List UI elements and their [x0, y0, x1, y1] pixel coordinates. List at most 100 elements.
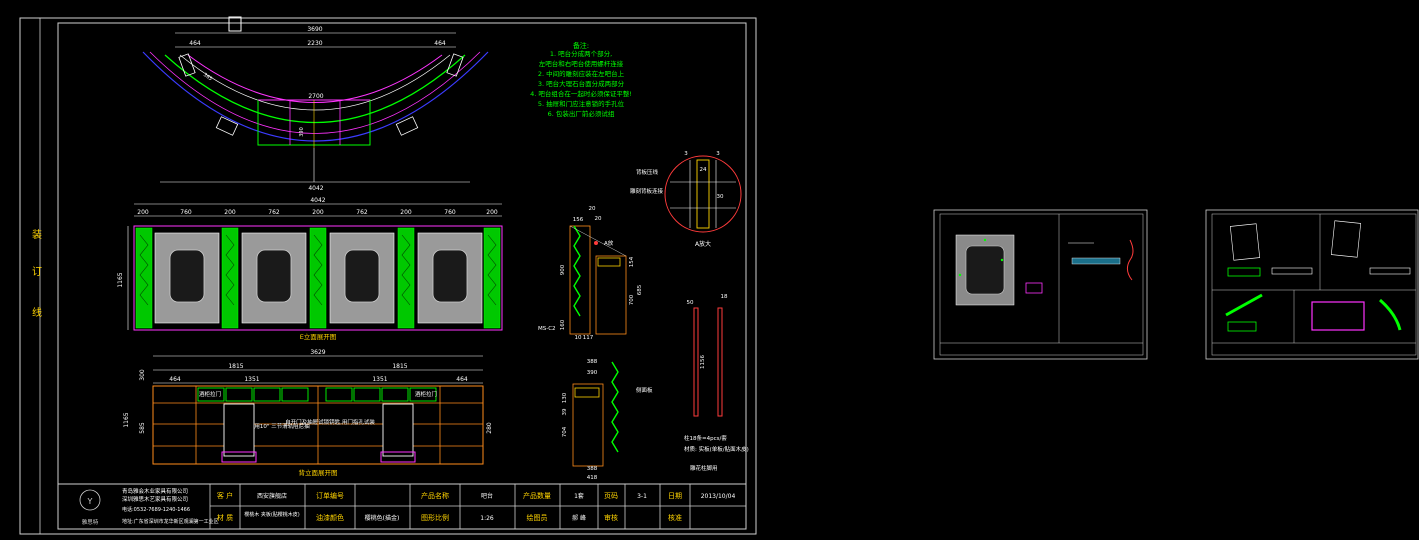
- company-name-1: 青岛雅会木业家具有限公司: [122, 487, 188, 495]
- svg-text:西安旗舰店: 西安旗舰店: [257, 492, 287, 500]
- svg-text:油漆颜色: 油漆颜色: [316, 513, 344, 522]
- binding-char-3: 线: [32, 306, 42, 319]
- svg-text:吧台: 吧台: [481, 492, 493, 500]
- svg-text:1351: 1351: [244, 376, 259, 383]
- plan-dim-right: 464: [434, 40, 446, 47]
- svg-text:材 质: 材 质: [217, 513, 233, 522]
- svg-text:390: 390: [587, 370, 598, 376]
- note-line-4: 3. 吧台大理石台面分成两部分: [538, 79, 625, 88]
- svg-text:核准: 核准: [668, 513, 682, 522]
- plan-dim-left: 464: [189, 40, 201, 47]
- svg-text:200: 200: [486, 209, 498, 216]
- plan-dim-bottom: 4042: [308, 185, 323, 192]
- svg-text:685: 685: [637, 284, 643, 295]
- svg-text:页码: 页码: [604, 492, 618, 500]
- note-line-6: 5. 抽屉和门应注意锁的手孔位: [538, 99, 625, 108]
- note-line-1: 1. 吧台分成两个部分,: [550, 49, 612, 58]
- title-block: Y 雅思特 青岛雅会木业家具有限公司 深圳雅思木艺家具有限公司 电话:0532-…: [57, 483, 747, 530]
- svg-text:18: 18: [721, 294, 728, 300]
- company-name-2: 深圳雅思木艺家具有限公司: [122, 495, 188, 503]
- svg-text:464: 464: [169, 376, 181, 383]
- svg-text:900: 900: [560, 264, 566, 275]
- svg-text:762: 762: [268, 209, 280, 216]
- sheet-outer-frame: [19, 17, 757, 535]
- svg-text:产品数量: 产品数量: [523, 491, 551, 500]
- svg-text:10: 10: [575, 335, 582, 341]
- svg-text:200: 200: [224, 209, 236, 216]
- post-detail[interactable]: 50 18 1156 柱18条=4pcs/套 材质: 实板(单板/贴面木皮) 雕…: [684, 294, 749, 472]
- svg-text:3: 3: [716, 151, 720, 157]
- svg-text:200: 200: [312, 209, 324, 216]
- back-label: 背立面展开图: [299, 468, 338, 477]
- svg-text:樱桃色(描金): 樱桃色(描金): [365, 514, 400, 522]
- svg-text:50: 50: [687, 300, 694, 306]
- svg-text:绘图员: 绘图员: [527, 513, 548, 522]
- note-line-3: 2. 中间的雕刻应装在左吧台上: [538, 69, 625, 78]
- detail-label-2: 雕刻背板连接: [630, 187, 664, 195]
- front-elevation[interactable]: 4042 200 760 200 762 200 762 200 760 200…: [117, 197, 503, 341]
- front-label: E立面展开图: [300, 332, 337, 341]
- binding-char-1: 装: [32, 228, 42, 241]
- svg-text:418: 418: [587, 475, 598, 481]
- note-line-2: 左吧台和右吧台使用螺杆连接: [539, 59, 624, 68]
- logo-text: 雅思特: [82, 518, 99, 526]
- thumbnail-sheet-2[interactable]: [933, 209, 1148, 360]
- section-a[interactable]: 156 20 20 900 160 10 117 154 685 700 A放 …: [538, 206, 643, 341]
- svg-text:审核: 审核: [604, 513, 618, 522]
- svg-text:130: 130: [562, 392, 568, 403]
- company-address: 地址:广东省深圳市龙华新区观澜第一工业区: [122, 518, 219, 525]
- svg-text:1351: 1351: [372, 376, 387, 383]
- svg-text:388: 388: [587, 359, 598, 365]
- svg-text:1156: 1156: [700, 355, 706, 369]
- sheet-center-mark: [228, 16, 242, 32]
- svg-text:760: 760: [444, 209, 456, 216]
- plan-dim-side: 365: [202, 72, 213, 82]
- back-note-2: 自开门及抽屉试锁钥匙,用门指孔试装: [285, 418, 375, 426]
- svg-text:20: 20: [589, 206, 596, 212]
- svg-text:200: 200: [400, 209, 412, 216]
- svg-text:2013/10/04: 2013/10/04: [701, 493, 736, 500]
- detail-a-enlarged[interactable]: 3 24 3 30 背板压线 雕刻背板连接 A放大: [630, 151, 742, 248]
- svg-text:日期: 日期: [668, 492, 682, 500]
- detail-label-1: 背板压线: [636, 168, 659, 176]
- svg-text:Y: Y: [87, 497, 93, 506]
- svg-text:154: 154: [629, 256, 635, 267]
- svg-text:1815: 1815: [228, 363, 243, 370]
- svg-text:117: 117: [583, 335, 594, 341]
- svg-text:1815: 1815: [392, 363, 407, 370]
- front-dim-total: 4042: [310, 197, 325, 204]
- post-note-2: 材质: 实板(单板/贴面木皮): [684, 445, 749, 453]
- section-b[interactable]: 388 390 130 39 704 388 418 侧面板: [562, 359, 653, 481]
- plan-view[interactable]: 3690 2230 464 464 2700 4042 365 390: [142, 26, 489, 192]
- svg-text:3-1: 3-1: [637, 493, 647, 500]
- svg-text:3: 3: [684, 151, 688, 157]
- back-elevation[interactable]: 3629 1815 1815 464 1351 1351 464 1165 30…: [123, 349, 493, 477]
- note-line-7: 6. 包装出厂前必须试组: [548, 109, 615, 118]
- svg-text:200: 200: [137, 209, 149, 216]
- svg-text:585: 585: [139, 422, 146, 434]
- detail-label-3: A放大: [695, 240, 711, 248]
- section-a-label: MS-C2: [538, 326, 556, 332]
- svg-text:客 户: 客 户: [217, 491, 233, 500]
- svg-text:300: 300: [139, 369, 146, 381]
- back-left-label: 酒柜拉门: [199, 390, 221, 398]
- plan-dim-arc: 2700: [308, 93, 323, 100]
- plan-dim-total: 3690: [307, 26, 322, 33]
- svg-text:图形比例: 图形比例: [421, 513, 449, 522]
- svg-text:760: 760: [180, 209, 192, 216]
- svg-text:280: 280: [486, 422, 493, 434]
- svg-text:郝 峰: 郝 峰: [572, 514, 586, 522]
- notes-block: 备注: 1. 吧台分成两个部分, 左吧台和右吧台使用螺杆连接 2. 中间的雕刻应…: [530, 41, 632, 118]
- thumbnail-sheet-3[interactable]: [1205, 209, 1419, 360]
- back-dim-total: 3629: [310, 349, 325, 356]
- company-logo-icon: [79, 489, 101, 511]
- svg-text:1165: 1165: [123, 412, 130, 427]
- plan-dim-center: 390: [299, 127, 305, 137]
- svg-text:156: 156: [573, 217, 584, 223]
- note-line-5: 4. 吧台组合在一起时必须保证平整!: [530, 89, 632, 98]
- svg-text:464: 464: [456, 376, 468, 383]
- svg-text:24: 24: [700, 167, 707, 173]
- binding-label: 装 订 线: [32, 228, 42, 319]
- section-a-callout: A放: [604, 239, 614, 247]
